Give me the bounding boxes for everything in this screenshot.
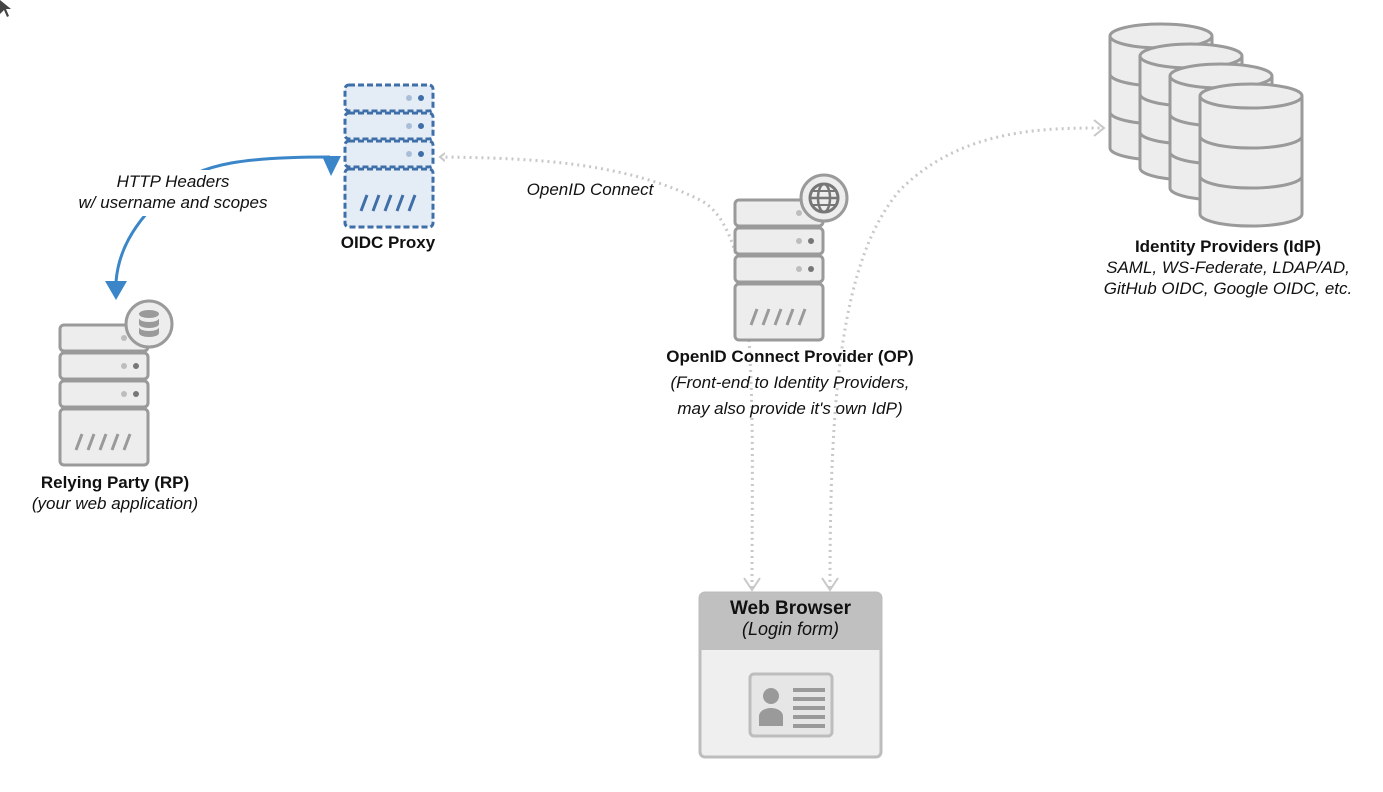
relying-party-label: Relying Party (RP) (your web application… <box>0 472 230 514</box>
idp-label: Identity Providers (IdP) SAML, WS-Federa… <box>1078 236 1378 299</box>
browser-subtitle: (Login form) <box>741 619 840 639</box>
relying-party-server <box>58 323 150 467</box>
idp-subtitle-line1: SAML, WS-Federate, LDAP/AD, <box>1106 258 1350 277</box>
op-server <box>733 198 825 342</box>
oidc-proxy-server <box>343 83 435 229</box>
relying-party-title: Relying Party (RP) <box>40 473 190 492</box>
http-headers-label-line1: HTTP Headers <box>116 172 230 191</box>
op-label: OpenID Connect Provider (OP) (Front-end … <box>630 344 950 422</box>
idp-title: Identity Providers (IdP) <box>1134 237 1322 256</box>
id-card-icon <box>748 672 834 738</box>
op-subtitle-line1: (Front-end to Identity Providers, <box>670 373 910 392</box>
browser-title: Web Browser <box>729 598 852 619</box>
oidc-proxy-title: OIDC Proxy <box>340 233 436 252</box>
openid-connect-label: OpenID Connect <box>526 180 654 199</box>
database-icon <box>124 299 174 349</box>
http-headers-label: HTTP Headers w/ username and scopes <box>60 171 286 213</box>
identity-providers-icon <box>1108 22 1304 228</box>
globe-icon <box>799 173 849 223</box>
op-title: OpenID Connect Provider (OP) <box>666 347 914 366</box>
edge-browser-to-idp <box>821 119 1106 592</box>
op-subtitle-line2: may also provide it's own IdP) <box>677 399 903 418</box>
browser-label: Web Browser (Login form) <box>700 598 881 640</box>
idp-subtitle-line2: GitHub OIDC, Google OIDC, etc. <box>1103 279 1353 298</box>
http-headers-label-line2: w/ username and scopes <box>78 193 268 212</box>
cursor-icon <box>0 0 11 17</box>
edge-browser-to-proxy <box>440 157 761 592</box>
relying-party-subtitle: (your web application) <box>31 494 199 513</box>
